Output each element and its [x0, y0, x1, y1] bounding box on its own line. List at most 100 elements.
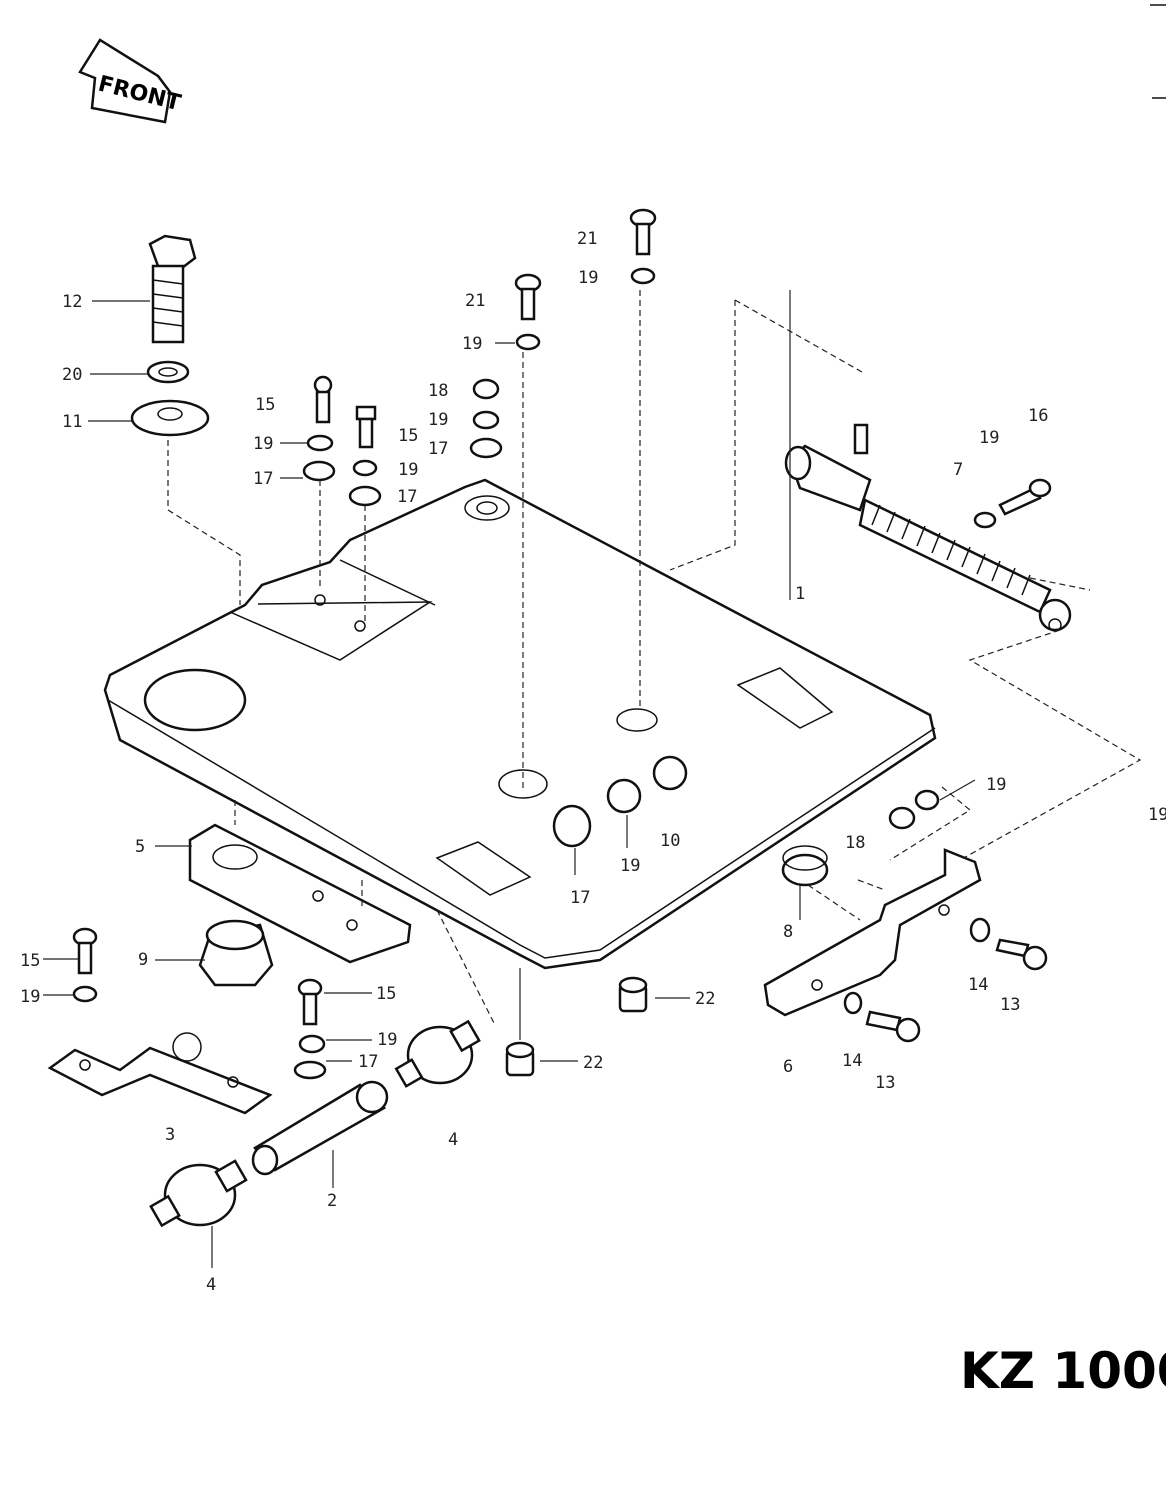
- front-arrow-icon: FRONT: [78, 38, 183, 124]
- leader-line: [959, 577, 1142, 861]
- callout-15: 15: [255, 395, 275, 415]
- callout-13: 13: [875, 1073, 895, 1093]
- nut: [973, 511, 997, 529]
- collar: [472, 378, 500, 400]
- callout-20: 20: [62, 365, 82, 385]
- leader-line: [807, 879, 886, 921]
- callout-17: 17: [253, 469, 273, 489]
- leader-line: [436, 909, 496, 1026]
- callout-17: 17: [358, 1052, 378, 1072]
- callout-8: 8: [783, 922, 793, 942]
- rubber-mount: [394, 1019, 481, 1088]
- callout-19: 19: [620, 856, 640, 876]
- screw: [629, 208, 657, 256]
- screw: [355, 405, 377, 449]
- callout-19: 19: [377, 1030, 397, 1050]
- spring-washer: [843, 991, 863, 1015]
- bracket: [188, 823, 412, 964]
- callout-16: 16: [1028, 406, 1048, 426]
- callout-22: 22: [695, 989, 715, 1009]
- model-label: KZ 1000: [960, 1342, 1166, 1400]
- callout-3: 3: [165, 1125, 175, 1145]
- washer: [348, 485, 382, 507]
- callout-21: 21: [465, 291, 485, 311]
- callout-9: 9: [138, 950, 148, 970]
- screw: [514, 273, 542, 321]
- nut: [914, 789, 940, 811]
- callout-19: 19: [986, 775, 1006, 795]
- collar: [618, 976, 648, 1013]
- callout-19: 19: [1148, 805, 1166, 825]
- nut: [306, 434, 334, 452]
- callout-19: 19: [979, 428, 999, 448]
- callout-1: 1: [795, 584, 805, 604]
- leader-line: [939, 779, 976, 801]
- callout-19: 19: [462, 334, 482, 354]
- nut: [352, 459, 378, 477]
- rubber-damper: [781, 845, 829, 887]
- callout-4: 4: [206, 1275, 216, 1295]
- callout-19: 19: [253, 434, 273, 454]
- callout-7: 7: [953, 460, 963, 480]
- callout-13: 13: [1000, 995, 1020, 1015]
- leader-line: [167, 440, 241, 605]
- hex-bolt: [148, 234, 197, 344]
- callout-17: 17: [570, 888, 590, 908]
- screw: [72, 927, 98, 975]
- washer: [302, 460, 336, 482]
- nut: [652, 755, 688, 791]
- screw: [313, 375, 333, 424]
- callout-18: 18: [428, 381, 448, 401]
- callout-22: 22: [583, 1053, 603, 1073]
- spring-washer: [969, 917, 991, 943]
- bracket: [47, 1032, 273, 1115]
- callout-19: 19: [20, 987, 40, 1007]
- leader-line: [669, 299, 863, 571]
- callout-21: 21: [577, 229, 597, 249]
- screw: [998, 478, 1052, 516]
- callout-4: 4: [448, 1130, 458, 1150]
- nut: [298, 1034, 326, 1054]
- callout-19: 19: [578, 268, 598, 288]
- flat-washer: [130, 399, 210, 437]
- screw: [995, 938, 1048, 971]
- spring-washer: [146, 360, 190, 384]
- bracket: [763, 848, 982, 1017]
- collar-tube: [251, 1080, 389, 1176]
- nut: [72, 985, 98, 1003]
- nut: [515, 333, 541, 351]
- callout-15: 15: [398, 426, 418, 446]
- screw: [297, 978, 323, 1026]
- nut: [630, 267, 656, 285]
- callout-14: 14: [842, 1051, 862, 1071]
- main-plate: [103, 478, 937, 970]
- callout-10: 10: [660, 831, 680, 851]
- washer: [469, 437, 503, 459]
- callout-11: 11: [62, 412, 82, 432]
- callout-17: 17: [428, 439, 448, 459]
- nut: [472, 410, 500, 430]
- callout-6: 6: [783, 1057, 793, 1077]
- rubber-damper: [198, 919, 274, 987]
- callout-2: 2: [327, 1191, 337, 1211]
- callout-17: 17: [397, 487, 417, 507]
- collar: [505, 1041, 535, 1077]
- callout-12: 12: [62, 292, 82, 312]
- washer: [293, 1060, 327, 1080]
- rubber-mount: [149, 1159, 248, 1228]
- leader-line: [889, 786, 972, 861]
- collar: [888, 806, 916, 830]
- callout-5: 5: [135, 837, 145, 857]
- callout-15: 15: [20, 951, 40, 971]
- nut: [606, 778, 642, 814]
- callout-18: 18: [845, 833, 865, 853]
- callout-15: 15: [376, 984, 396, 1004]
- callout-19: 19: [398, 460, 418, 480]
- washer: [552, 804, 592, 848]
- screw: [865, 1010, 921, 1043]
- callout-14: 14: [968, 975, 988, 995]
- callout-19: 19: [428, 410, 448, 430]
- leader-line: [234, 800, 363, 910]
- tap-assembly: [784, 423, 1072, 632]
